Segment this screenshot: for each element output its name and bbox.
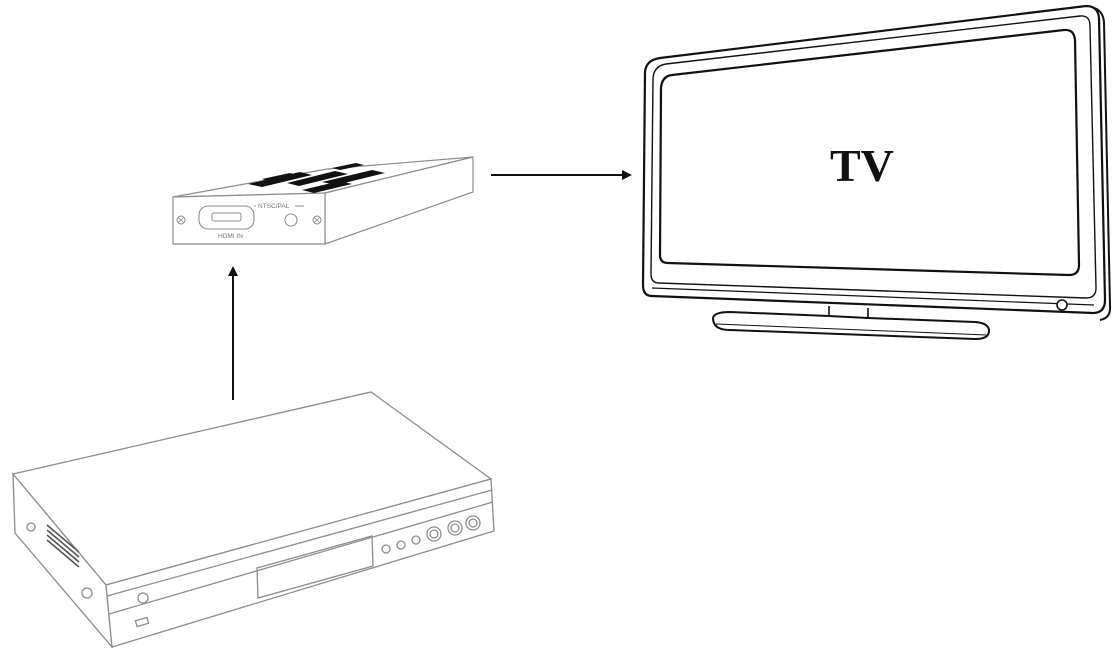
- side-jack: [81, 587, 93, 599]
- ntsc-pal-button: [284, 213, 298, 227]
- dvd-player: [11, 391, 495, 648]
- player-usb-port: [134, 616, 150, 628]
- tv-bezel: [650, 15, 1097, 299]
- hdmi-in-label: HDMI IN: [218, 233, 243, 240]
- player-button: [381, 544, 391, 554]
- converter-logo: [248, 163, 385, 193]
- converter-box: HDMI IN NTSC/PAL: [172, 156, 474, 245]
- screw-icon: [176, 215, 186, 225]
- tv-screen: [658, 28, 1081, 277]
- disc-tray: [256, 535, 374, 599]
- tv: TV: [641, 4, 1112, 341]
- player-front-face: [105, 478, 495, 648]
- player-button: [396, 540, 406, 550]
- tv-label: TV: [830, 140, 894, 191]
- player-button: [411, 535, 421, 545]
- hdmi-port: [198, 205, 255, 230]
- ntsc-pal-label: NTSC/PAL: [258, 203, 290, 210]
- converter-front-face: [172, 192, 326, 245]
- player-power-button: [137, 592, 149, 604]
- side-label-marks: [46, 524, 80, 568]
- tv-power-button: [1056, 299, 1068, 311]
- side-jack: [26, 522, 36, 532]
- screw-icon: [312, 215, 322, 225]
- player-knob: [465, 515, 481, 531]
- player-knob: [447, 520, 463, 536]
- player-knob: [426, 526, 442, 542]
